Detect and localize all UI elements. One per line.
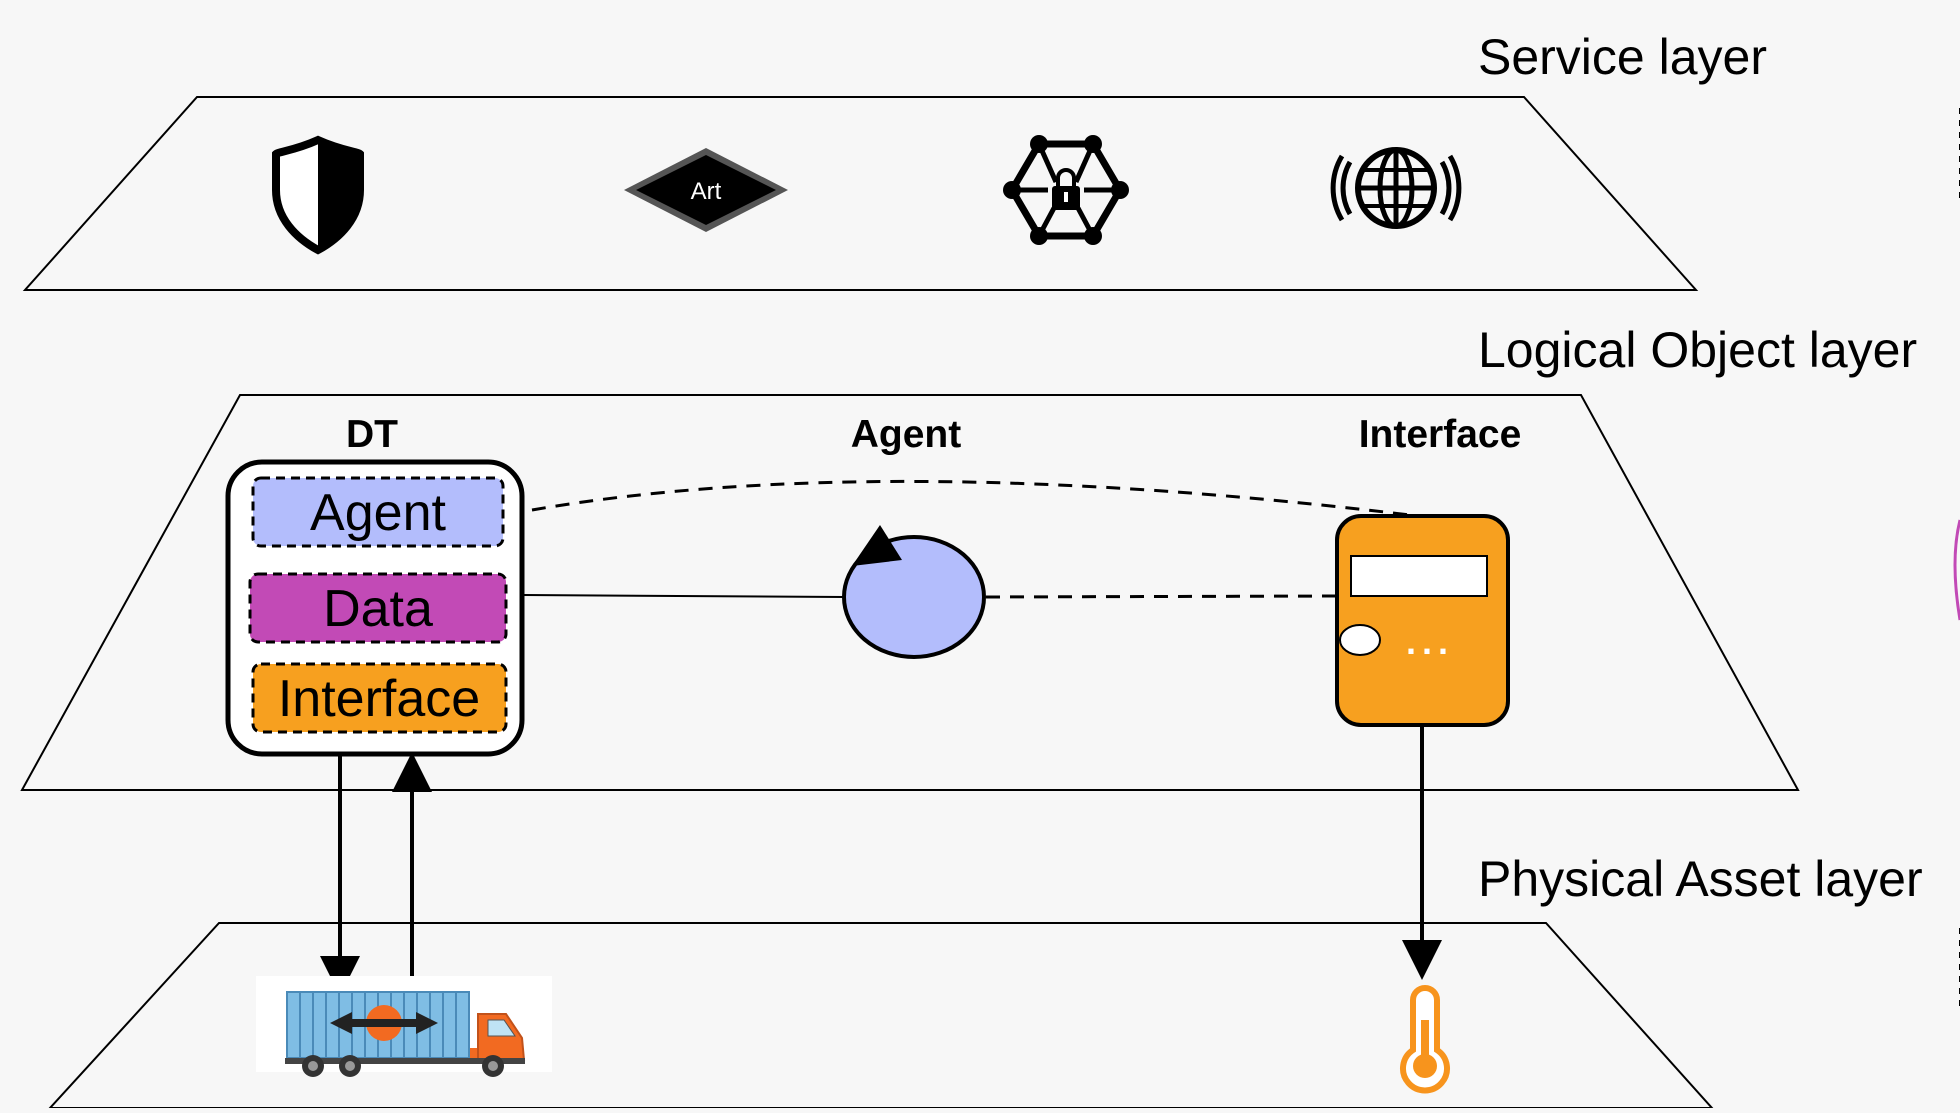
thermometer-icon: [1400, 985, 1450, 1094]
service-layer-title: Service layer: [1478, 29, 1767, 85]
dt-interface-label: Interface: [278, 670, 480, 728]
dt-container: Agent Data Interface: [225, 459, 525, 757]
interface-device: ...: [1335, 514, 1510, 727]
device-dots: ...: [1406, 621, 1454, 662]
network-lock-icon: [1003, 135, 1129, 245]
logical-layer-plane: [20, 394, 1800, 791]
dt-agent-module: [251, 476, 505, 548]
agent-node: [842, 525, 986, 659]
truck-icon: [256, 976, 552, 1077]
art-label: Art: [691, 178, 722, 205]
dt-agent-label: Agent: [310, 484, 446, 542]
dt-interface-module: [251, 662, 508, 734]
dt-data-label: Data: [323, 580, 433, 638]
dt-title: DT: [346, 413, 398, 456]
art-diamond-icon: Art: [624, 148, 788, 232]
agent-cycle-arrow-icon: [852, 525, 902, 566]
agent-title: Agent: [851, 413, 962, 456]
dt-to-interface-dashed-link: [531, 479, 1419, 518]
physical-layer-title: Physical Asset layer: [1478, 851, 1923, 907]
service-layer-plane: [22, 96, 1699, 291]
dt-data-module: [248, 572, 508, 644]
globe-icon: [1330, 147, 1462, 229]
agent-to-interface-dashed-link: [985, 594, 1337, 599]
logical-layer-title: Logical Object layer: [1478, 322, 1917, 378]
dt-to-agent-link: [523, 594, 845, 598]
right-edge-fragment-middle: [1953, 519, 1960, 621]
device-button: [1339, 624, 1381, 656]
shield-icon: [272, 135, 364, 255]
interface-title: Interface: [1359, 413, 1522, 456]
device-screen: [1350, 555, 1488, 597]
